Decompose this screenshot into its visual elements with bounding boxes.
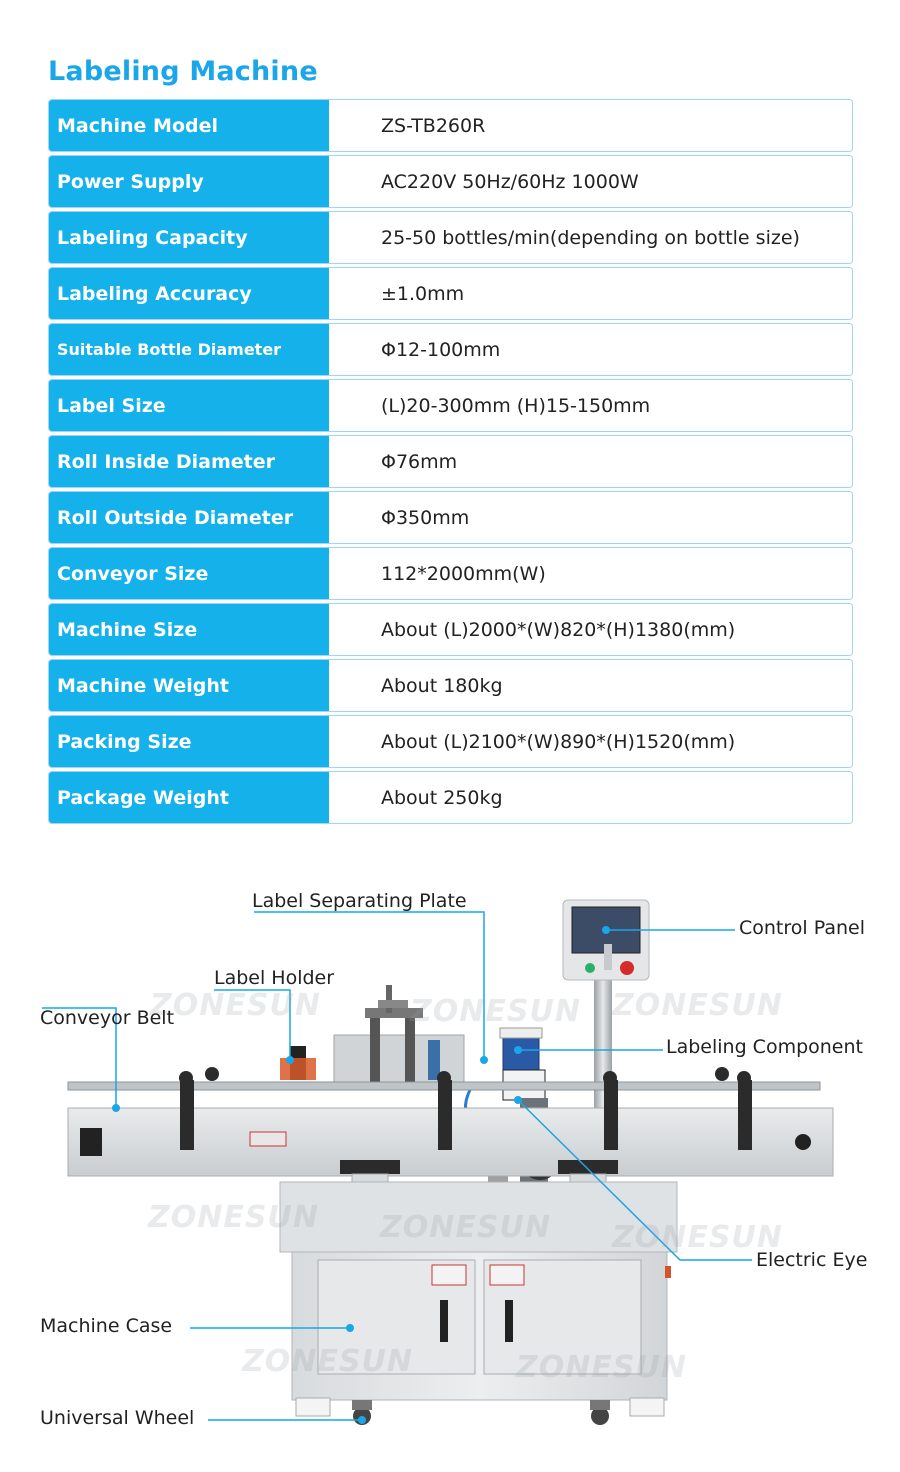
callout-universal-wheel: Universal Wheel [40,1407,195,1429]
callout-conveyor-belt: Conveyor Belt [40,1007,175,1029]
watermark: ZONESUN [150,988,321,1023]
watermark: ZONESUN [612,988,783,1023]
spec-label: Roll Outside Diameter [49,492,329,543]
spec-row: Label Size(L)20-300mm (H)15-150mm [48,379,853,432]
callout-electric-eye: Electric Eye [756,1249,868,1271]
spec-value: (L)20-300mm (H)15-150mm [329,380,852,431]
spec-row: Labeling Accuracy±1.0mm [48,267,853,320]
case-top [279,1181,678,1253]
watermark: ZONESUN [242,1344,413,1379]
machine-illustration [42,899,834,1425]
spec-label: Package Weight [49,772,329,823]
spec-value: ZS-TB260R [329,100,852,151]
spec-value: About 180kg [329,660,852,711]
page-title: Labeling Machine [48,56,318,87]
spec-label: Packing Size [49,716,329,767]
spec-value: About (L)2000*(W)820*(H)1380(mm) [329,604,852,655]
spec-label: Label Size [49,380,329,431]
callout-labeling-component: Labeling Component [666,1036,863,1058]
spec-value: 112*2000mm(W) [329,548,852,599]
spec-value: About 250kg [329,772,852,823]
callout-label-holder: Label Holder [214,967,335,989]
spec-label: Suitable Bottle Diameter [49,324,329,375]
watermark: ZONESUN [380,1210,551,1245]
spec-value: About (L)2100*(W)890*(H)1520(mm) [329,716,852,767]
spec-label: Machine Size [49,604,329,655]
watermark: ZONESUN [612,1220,783,1255]
spec-label: Power Supply [49,156,329,207]
spec-value: 25-50 bottles/min(depending on bottle si… [329,212,852,263]
spec-label: Machine Weight [49,660,329,711]
spec-value: ±1.0mm [329,268,852,319]
machine-diagram: ZONESUN ZONESUN ZONESUN ZONESUN ZONESUN … [0,860,900,1472]
callout-control-panel: Control Panel [739,917,865,939]
watermark: ZONESUN [410,994,581,1029]
wheel-right [591,1407,609,1425]
spec-label: Labeling Capacity [49,212,329,263]
spec-label: Roll Inside Diameter [49,436,329,487]
callout-machine-case: Machine Case [40,1315,173,1337]
spec-value: Φ350mm [329,492,852,543]
watermark: ZONESUN [148,1200,319,1235]
spec-label: Machine Model [49,100,329,151]
spec-value: Φ12-100mm [329,324,852,375]
watermark: ZONESUN [516,1350,687,1385]
spec-label: Labeling Accuracy [49,268,329,319]
spec-label: Conveyor Size [49,548,329,599]
spec-value: Φ76mm [329,436,852,487]
callout-label-separating-plate: Label Separating Plate [252,890,467,912]
spec-value: AC220V 50Hz/60Hz 1000W [329,156,852,207]
